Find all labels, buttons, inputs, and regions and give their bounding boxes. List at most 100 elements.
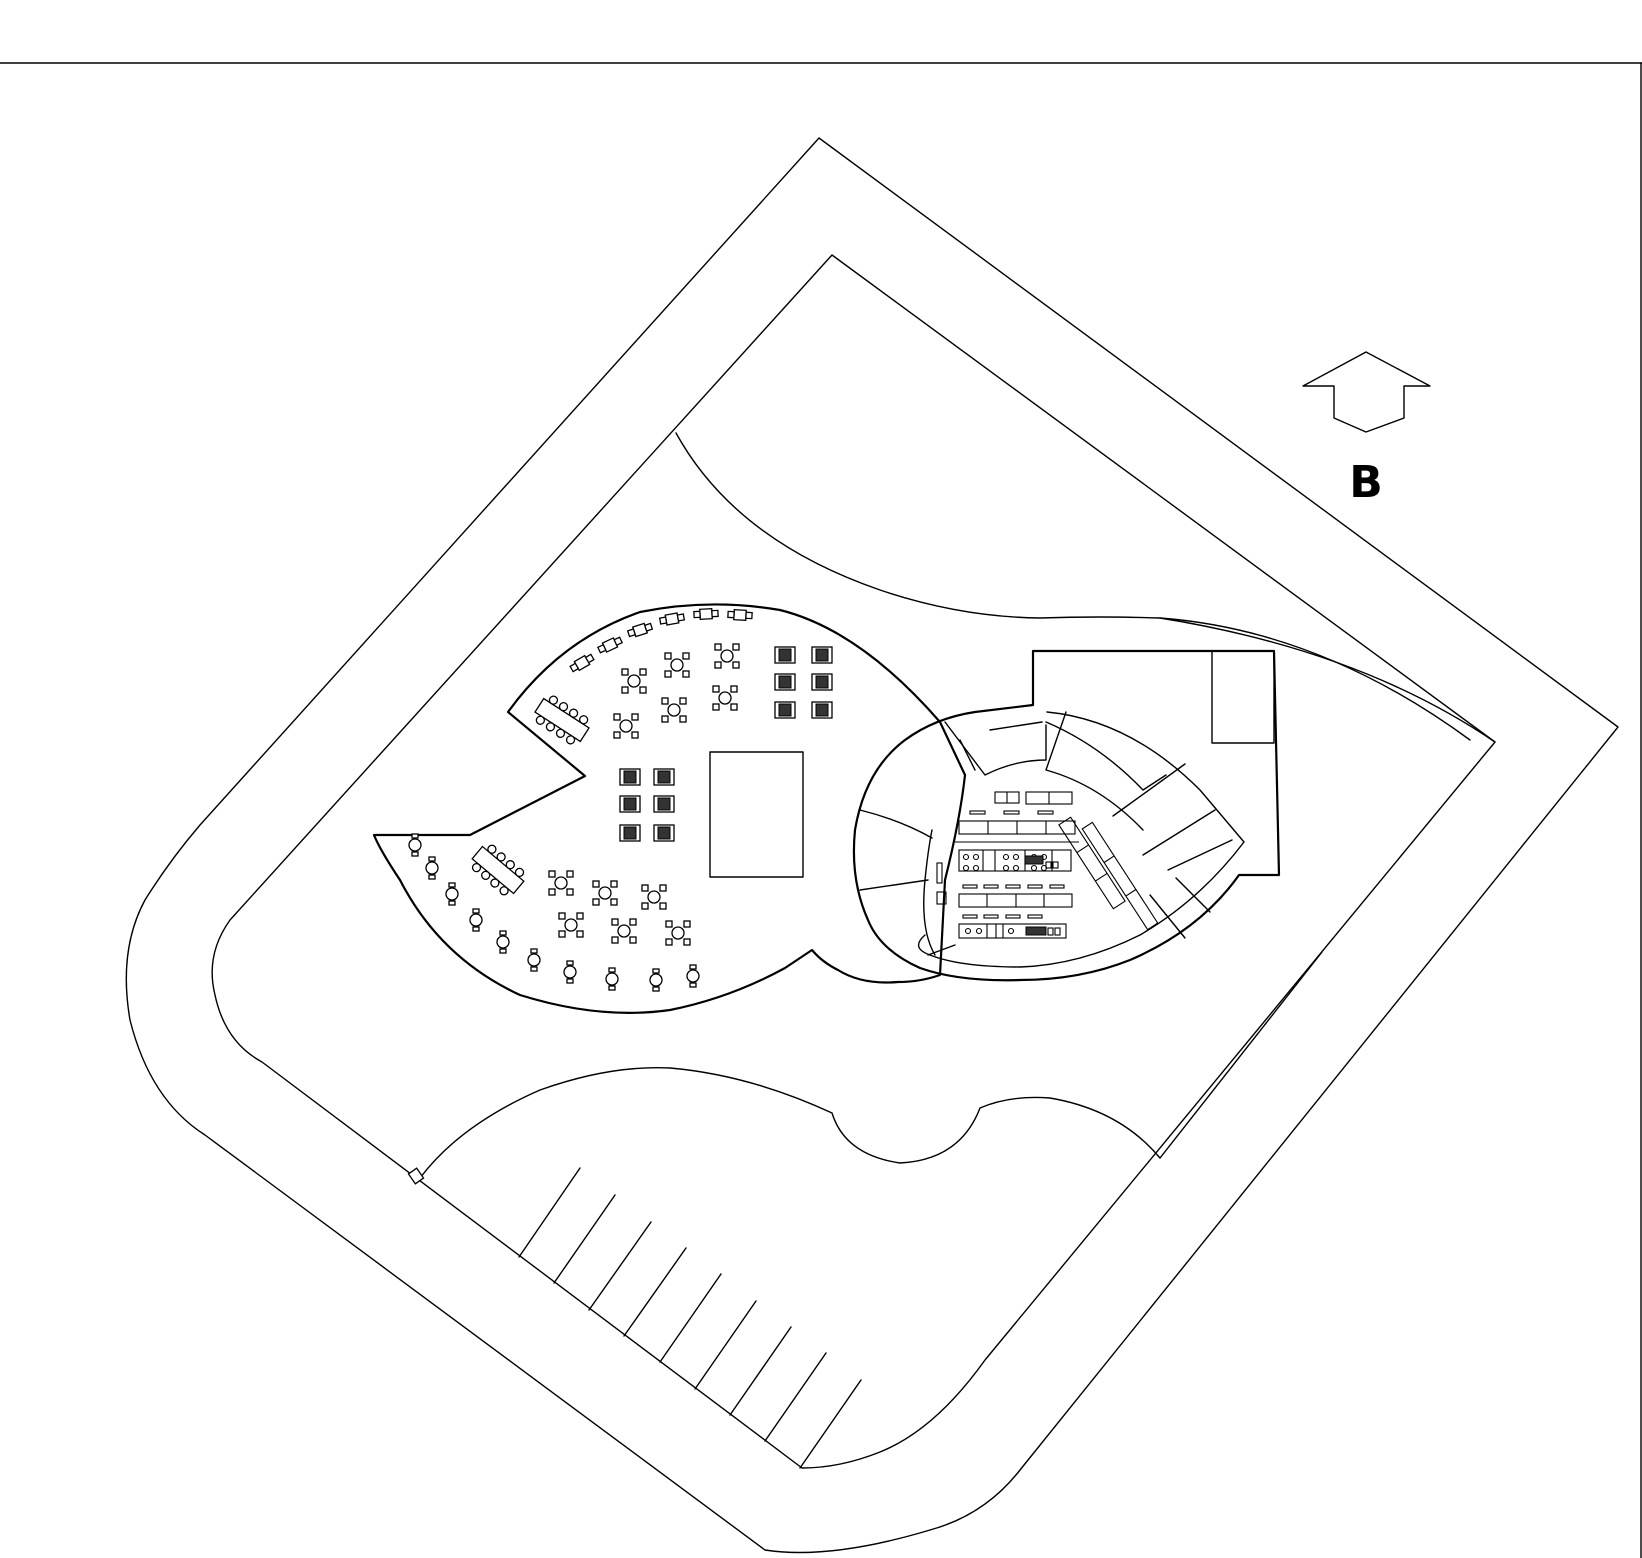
- cooktop-row-2: [958, 923, 1067, 939]
- small-round-table: [445, 882, 459, 906]
- lawn-curve-north-2: [1159, 617, 1496, 743]
- kitchen-room-line-8: [944, 721, 1047, 776]
- booth-table: [619, 795, 641, 813]
- booth-table: [619, 768, 641, 786]
- parking-stall-line: [623, 1247, 687, 1337]
- booth-table: [811, 673, 833, 691]
- round-table-4: [558, 912, 584, 938]
- section-label: B: [1349, 457, 1383, 508]
- booth-table: [774, 701, 796, 719]
- small-round-table: [686, 964, 700, 988]
- small-round-table: [496, 930, 510, 954]
- prep-counter: [1058, 816, 1126, 910]
- lawn-curve-south: [419, 1066, 1161, 1179]
- kitchen-bar: [962, 914, 978, 919]
- small-round-table: [469, 908, 483, 932]
- site-boundary-outer: [125, 137, 1619, 1554]
- window-tables: [569, 608, 753, 673]
- booth-table: [811, 646, 833, 664]
- kitchen-bar: [962, 884, 978, 889]
- small-round-table: [527, 948, 541, 972]
- booth-table: [811, 701, 833, 719]
- kitchen-sink: [936, 891, 947, 905]
- small-round-table: [425, 856, 439, 880]
- cooktop-row-1: [958, 849, 1072, 872]
- round-table-4: [548, 870, 574, 896]
- booth-table: [653, 824, 675, 842]
- kitchen-room-line-5: [1167, 839, 1233, 871]
- two-seat-table: [596, 636, 624, 654]
- kitchen-room-line-2: [1045, 711, 1144, 831]
- booth-table: [774, 673, 796, 691]
- parking-stall-line: [518, 1167, 581, 1258]
- two-seat-table: [626, 622, 654, 638]
- booth-table: [619, 824, 641, 842]
- kitchen-room-line-7: [1149, 894, 1186, 939]
- terrace-tables: [408, 833, 700, 992]
- two-seat-table: [693, 608, 719, 620]
- parking-stalls: [518, 1167, 862, 1469]
- kitchen-room-line-6: [1175, 877, 1211, 913]
- round-table-4: [714, 643, 740, 669]
- kitchen-bar: [983, 914, 999, 919]
- two-seat-table: [727, 609, 753, 621]
- parking-stall-line: [764, 1352, 827, 1442]
- booth-table: [774, 646, 796, 664]
- kitchen-bar: [1049, 884, 1065, 889]
- round-table-4: [641, 884, 667, 910]
- booth-table: [653, 768, 675, 786]
- small-round-table: [408, 833, 422, 857]
- kitchen-room-line-3: [1112, 763, 1186, 817]
- round-table-4: [664, 652, 690, 678]
- restaurant-wing-outline: [372, 603, 967, 1014]
- kitchen-bar: [969, 810, 986, 815]
- kitchen-bar: [1027, 884, 1043, 889]
- kitchen-room-line-11: [859, 809, 933, 839]
- small-round-table: [649, 968, 663, 992]
- round-table-4: [611, 918, 637, 944]
- round-table-4: [712, 685, 738, 711]
- kitchen-bar: [1037, 810, 1054, 815]
- kitchen-pod-inner-ring: [917, 711, 1245, 968]
- kitchen-room-line-12: [859, 879, 929, 891]
- round-table-4: [613, 713, 639, 739]
- section-arrow-up-icon: [1302, 351, 1431, 433]
- banquet-table: [471, 844, 525, 896]
- banquet-table: [534, 695, 590, 745]
- kitchen-sink: [936, 862, 943, 884]
- kitchen-bar: [1003, 810, 1020, 815]
- kitchen-storage-room: [1211, 650, 1275, 744]
- parking-stall-line: [694, 1300, 757, 1390]
- east-boundary-tick: [1159, 951, 1323, 1159]
- service-core: [709, 751, 804, 878]
- kitchen-inner-arc: [923, 829, 936, 956]
- kitchen-bar: [983, 884, 999, 889]
- booth-tables: [619, 646, 833, 842]
- two-seat-table: [569, 653, 595, 673]
- section-marker: B: [1302, 351, 1431, 508]
- kitchen-bar: [1027, 914, 1043, 919]
- round-table-4: [592, 880, 618, 906]
- round-table-4: [665, 920, 691, 946]
- round-table-4: [661, 697, 687, 723]
- kitchen-bar: [1005, 884, 1021, 889]
- parking-stall-line: [659, 1273, 722, 1363]
- kitchen-bar: [1005, 914, 1021, 919]
- parking-stall-line: [553, 1194, 616, 1284]
- kitchen-room-line-1: [1045, 721, 1167, 791]
- round-table-4: [621, 668, 647, 694]
- parking-stall-line: [588, 1221, 652, 1311]
- parking-stall-line: [729, 1326, 792, 1416]
- kitchen-equipment: [936, 791, 1159, 939]
- dining-tables: [548, 643, 740, 946]
- road-inner-edge: [211, 254, 1496, 1469]
- booth-table: [653, 795, 675, 813]
- prep-counter: [1081, 821, 1159, 931]
- kitchen-room-line-4: [1142, 809, 1216, 856]
- small-round-table: [605, 967, 619, 991]
- kitchen-room-line-9: [959, 739, 976, 771]
- kitchen-pod-outline: [852, 649, 1281, 982]
- gate-post: [407, 1167, 425, 1185]
- kitchen-room-line-13: [927, 944, 956, 956]
